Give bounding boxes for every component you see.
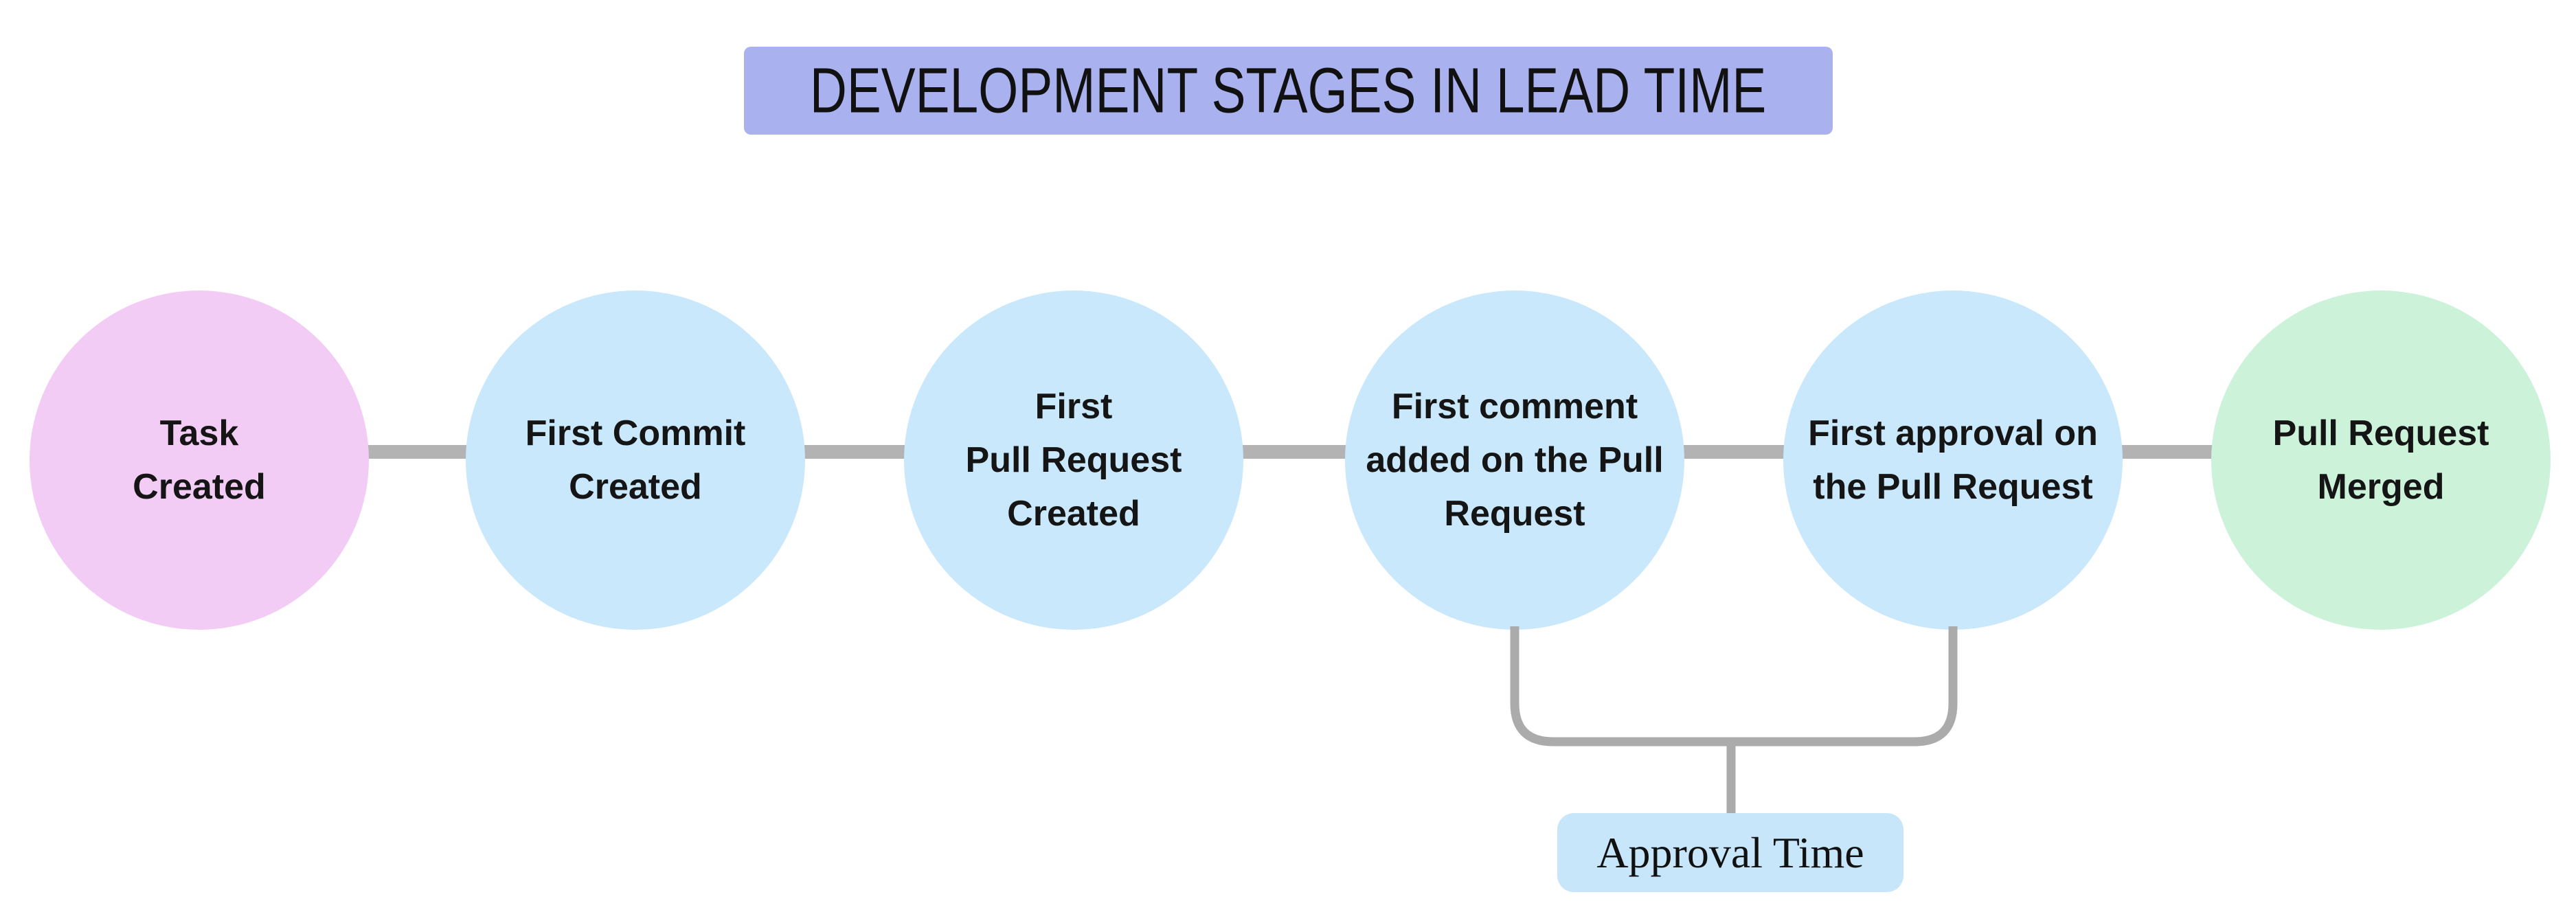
stage-circle-task-created: Task Created	[30, 290, 369, 630]
stage-label: Task Created	[133, 413, 266, 507]
stage-label: First Pull Request Created	[965, 387, 1182, 534]
stage-circle-first-commit-created: First Commit Created	[466, 290, 805, 630]
stage-label: First comment added on the Pull Request	[1366, 387, 1664, 534]
stage-circle-first-comment-added: First comment added on the Pull Request	[1345, 290, 1684, 630]
page-title: DEVELOPMENT STAGES IN LEAD TIME	[810, 54, 1767, 126]
stage-circle-pull-request-merged: Pull Request Merged	[2211, 290, 2551, 630]
bracket-path	[1510, 626, 1958, 747]
approval-time-label: Approval Time	[1596, 828, 1864, 877]
stage-label: First Commit Created	[525, 413, 746, 507]
stage-label: Pull Request Merged	[2272, 413, 2489, 507]
stage-circle-first-pull-request-created: First Pull Request Created	[904, 290, 1243, 630]
stage-circle-first-approval: First approval on the Pull Request	[1783, 290, 2123, 630]
title-banner: DEVELOPMENT STAGES IN LEAD TIME	[744, 47, 1833, 135]
stage-label: First approval on the Pull Request	[1808, 413, 2098, 507]
approval-time-box: Approval Time	[1557, 813, 1903, 892]
